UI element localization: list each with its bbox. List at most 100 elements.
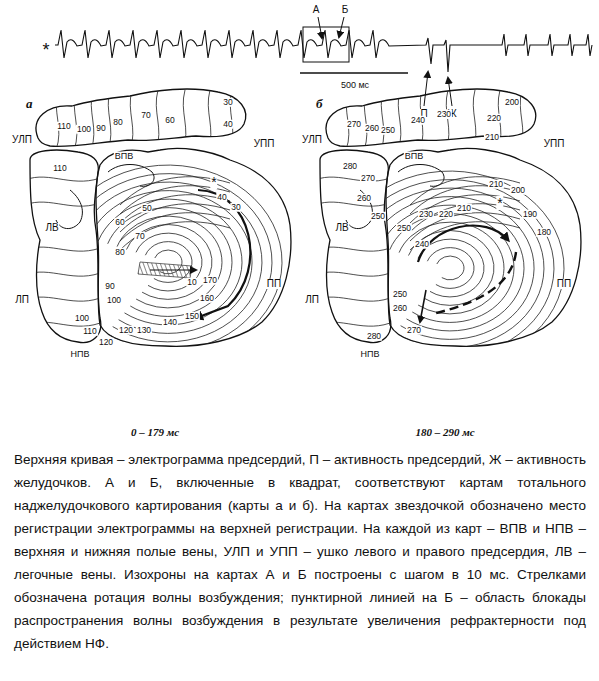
isochrone: [364, 90, 367, 150]
isochrone: [208, 90, 211, 150]
isochrone-value: 60: [114, 218, 125, 227]
isochrone: [127, 225, 212, 300]
isochrone: [130, 90, 133, 150]
isochrone-value: 250: [370, 212, 386, 221]
isochrone: [25, 246, 105, 251]
isochrone-value: 120: [98, 338, 114, 347]
isochrone: [136, 233, 202, 291]
isochrone-value: 260: [392, 304, 408, 313]
isochrone-value: 110: [52, 164, 68, 173]
region-label: ЛВ: [44, 223, 59, 233]
isochrone-value: 100: [74, 314, 90, 323]
isochrone-value: 100: [76, 125, 92, 134]
isochrone: [108, 208, 232, 317]
isochrone-value: 50: [141, 204, 152, 213]
region-label: НПВ: [360, 350, 381, 359]
isochrone-value: 250: [380, 126, 396, 135]
isochrone: [473, 90, 476, 150]
panel-letter: б: [316, 97, 323, 110]
isochrone: [25, 271, 105, 276]
isochrone-lines: [56, 90, 233, 150]
isochrone-value: 170: [202, 276, 218, 285]
isochrone-value: 270: [360, 174, 376, 183]
isochrone-value: 100: [106, 296, 122, 305]
isochrone-value: 260: [364, 124, 380, 133]
isochrone-value: 40: [222, 120, 233, 129]
isochrone-value: 230: [418, 210, 434, 219]
isochrone: [427, 248, 474, 289]
isochrone: [315, 271, 395, 276]
isochrone: [25, 201, 105, 206]
isochrone: [25, 176, 105, 181]
region-label: ПП: [266, 279, 282, 289]
isochrone: [315, 246, 395, 251]
isochrone: [25, 296, 105, 301]
isochrone: [98, 199, 242, 325]
region-label: ЛП: [304, 295, 320, 305]
isochrone-value: 70: [140, 111, 151, 120]
isochrone-value: 110: [56, 122, 72, 131]
electrogram-trace: [55, 30, 592, 72]
region-label: *: [210, 175, 217, 189]
isochrone-value: 190: [522, 210, 538, 219]
isochrone: [315, 321, 395, 326]
isochrone: [380, 205, 524, 331]
isochrone-value: 80: [112, 118, 123, 127]
panel-time-range: 180 – 290 мс: [300, 427, 590, 438]
isochrone-value: 210: [488, 180, 504, 189]
isochrone: [120, 213, 230, 241]
isochrone-value: 270: [346, 120, 362, 129]
isochrone-value: 210: [484, 133, 500, 142]
isochrone-value: 10: [186, 278, 197, 287]
isochrone-value: 140: [162, 318, 178, 327]
isochrone: [79, 182, 262, 342]
isochrone: [361, 188, 544, 348]
isochrone-value: 280: [342, 162, 358, 171]
isochrone: [108, 90, 111, 150]
isochrone-value: 230: [436, 110, 452, 119]
panel-letter: а: [26, 97, 33, 110]
isochrone-value: 60: [164, 116, 175, 125]
region-label: УПП: [253, 139, 276, 149]
isochrone: [70, 174, 272, 351]
region-label: УПП: [543, 139, 566, 149]
map-panel: б 180 – 290 мс: [300, 95, 590, 445]
isochrone-lines: [315, 176, 395, 326]
isochrone: [398, 90, 401, 150]
region-label: ВПВ: [404, 152, 424, 161]
isochrone: [61, 165, 282, 359]
isochrone: [25, 321, 105, 326]
isochrone: [91, 90, 94, 150]
isochrone: [352, 180, 554, 357]
isochrone-value: 120: [118, 326, 134, 335]
isochrone: [183, 90, 186, 150]
isochrone-value: 260: [356, 194, 372, 203]
isochrone: [371, 197, 534, 340]
isochrone-value: 40: [216, 193, 227, 202]
region-label: УЛП: [11, 135, 33, 145]
trace-label: Б: [341, 5, 350, 15]
isochrone-value: 200: [504, 98, 520, 107]
region-label: *: [496, 196, 503, 210]
isochrone: [156, 90, 159, 150]
isochrone: [315, 296, 395, 301]
isochrone: [437, 256, 464, 280]
isochrone-value: 90: [95, 124, 106, 133]
isochrone-value: 160: [199, 294, 215, 303]
isochrone-value: 150: [184, 312, 200, 321]
map-panel: а0 – 179 мс: [10, 95, 300, 445]
trace-label: А: [312, 5, 321, 15]
isochrone-lines: [346, 90, 523, 150]
isochrone-lines: [61, 165, 282, 359]
isochrone-value: 30: [222, 98, 233, 107]
region-label: ЛП: [14, 295, 30, 305]
region-label: ВПВ: [114, 152, 134, 161]
isochrone-value: 220: [438, 210, 454, 219]
isochrone: [343, 171, 564, 365]
isochrone-value: 240: [410, 116, 426, 125]
isochrone: [56, 90, 59, 150]
isochrone-value: 180: [536, 228, 552, 237]
isochrone-value: 90: [104, 282, 115, 291]
isochrone: [315, 176, 395, 181]
isochrone-value: 240: [414, 240, 430, 249]
